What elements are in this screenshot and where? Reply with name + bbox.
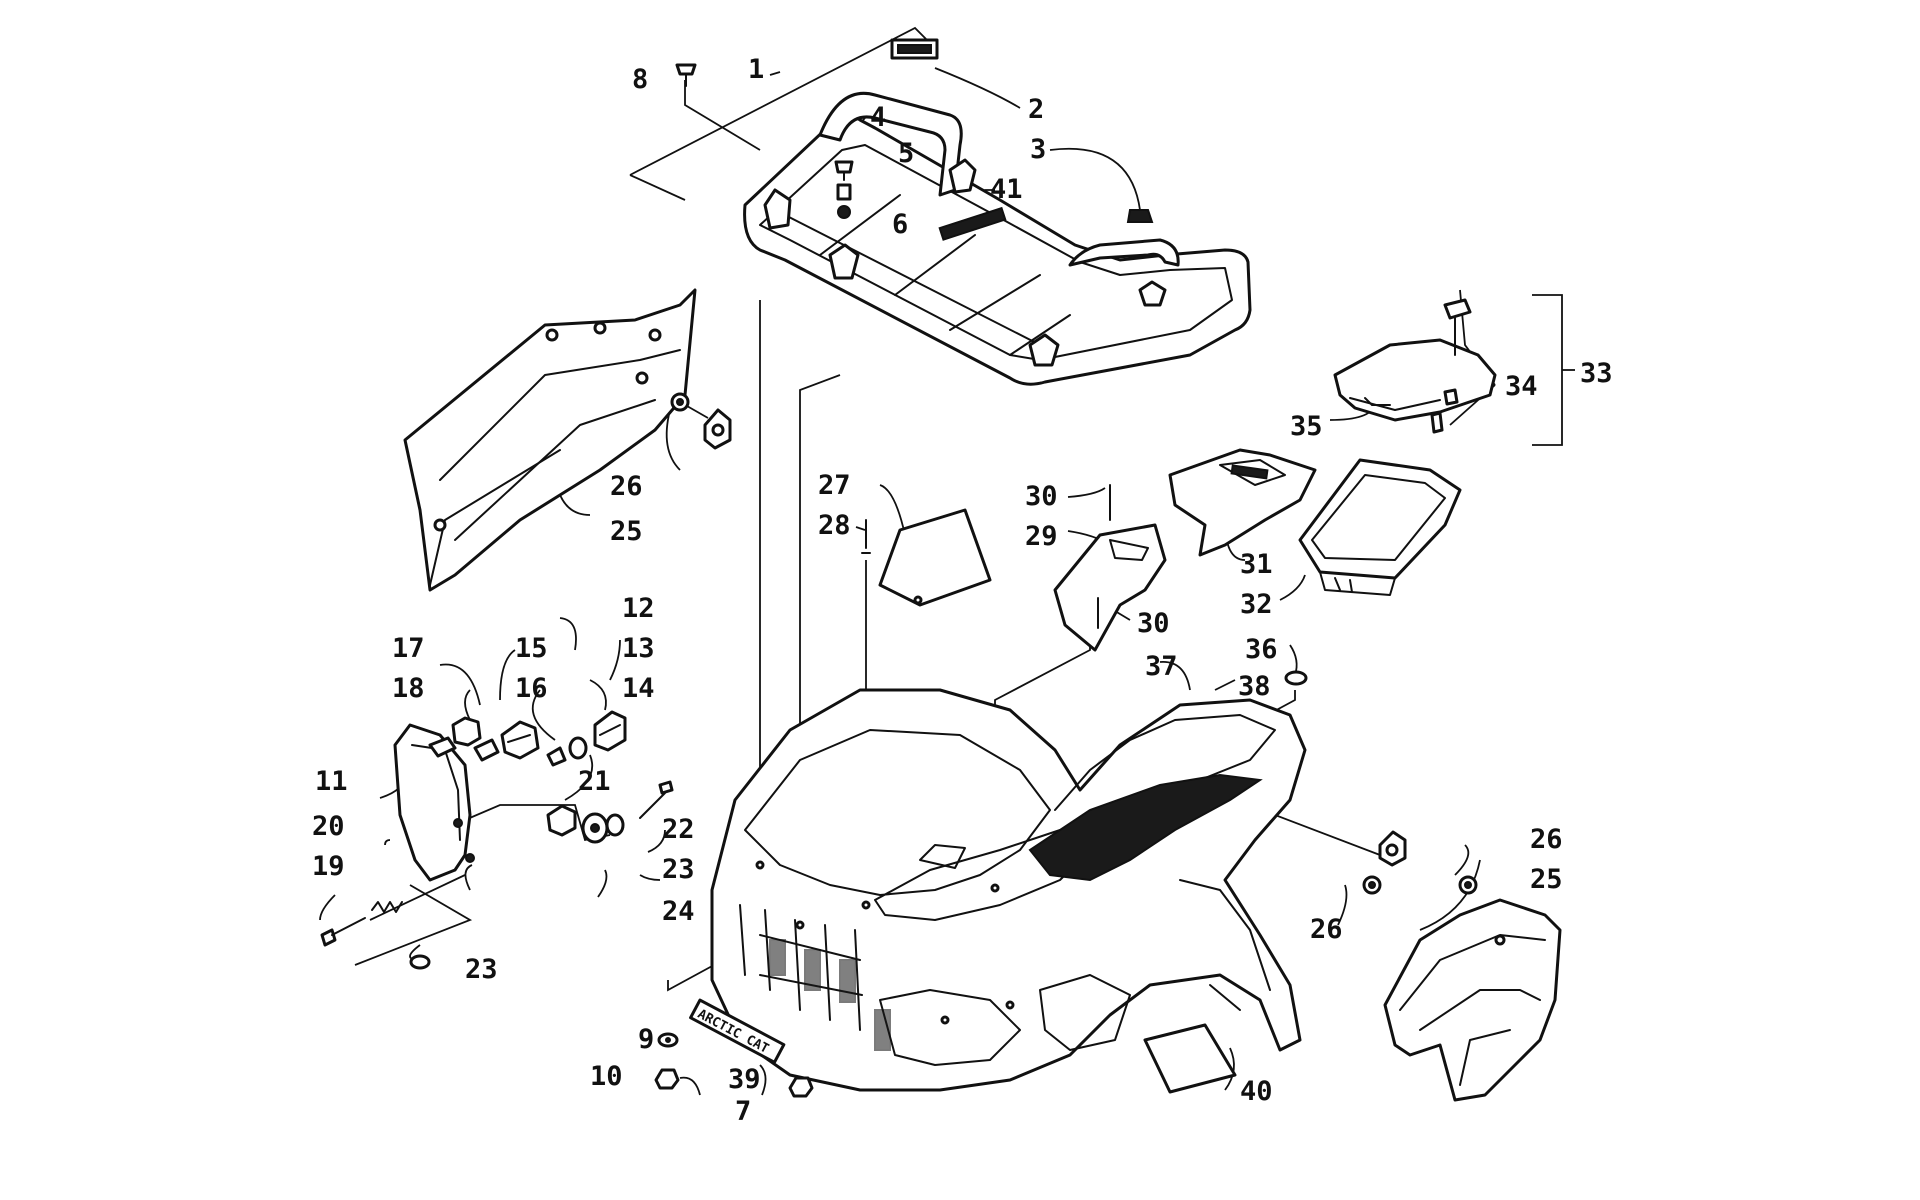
washer-26-right (1362, 830, 1478, 895)
callout-21: 21 (578, 766, 611, 797)
washer-36 (1284, 670, 1308, 686)
callout-11: 11 (315, 766, 348, 797)
callout-23-upper: 23 (662, 854, 695, 885)
callout-15: 15 (515, 633, 548, 664)
callout-27: 27 (818, 470, 851, 501)
callouts: 1 2 3 4 5 6 7 8 9 10 11 12 13 14 15 16 1… (312, 54, 1613, 1127)
callout-8: 8 (632, 64, 648, 95)
headlight-assembly (320, 710, 674, 970)
callout-12: 12 (622, 593, 655, 624)
callout-3: 3 (1030, 134, 1046, 165)
bolt-8 (675, 63, 697, 87)
callout-19: 19 (312, 851, 345, 882)
decal-40 (1143, 1023, 1237, 1094)
callout-16: 16 (515, 673, 548, 704)
left-rear-panel (403, 288, 697, 592)
callout-37: 37 (1145, 651, 1178, 682)
callout-23-lower: 23 (465, 954, 498, 985)
callout-6: 6 (892, 209, 908, 240)
washer-26-upper (670, 392, 732, 450)
callout-20: 20 (312, 811, 345, 842)
callout-41: 41 (990, 174, 1023, 205)
rack-hardware (834, 160, 854, 219)
callout-10: 10 (590, 1061, 623, 1092)
callout-26-right-low: 26 (1310, 914, 1343, 945)
front-body (710, 688, 1307, 1092)
callout-30-low: 30 (1137, 608, 1170, 639)
callout-28: 28 (818, 510, 851, 541)
callout-24: 24 (662, 896, 695, 927)
callout-22: 22 (662, 814, 695, 845)
decal-2 (890, 38, 939, 60)
callout-4: 4 (870, 102, 886, 133)
callout-17: 17 (392, 633, 425, 664)
callout-36: 36 (1245, 634, 1278, 665)
panel-29 (1053, 484, 1167, 652)
callout-7: 7 (735, 1096, 751, 1127)
callout-9: 9 (638, 1024, 654, 1055)
callout-34: 34 (1505, 371, 1538, 402)
callout-1: 1 (748, 54, 764, 85)
storage-box-assembly (1168, 298, 1497, 596)
callout-38: 38 (1238, 671, 1271, 702)
callout-5: 5 (898, 138, 914, 169)
callout-33: 33 (1580, 358, 1613, 389)
callout-25-right: 25 (1530, 864, 1563, 895)
callout-31: 31 (1240, 549, 1273, 580)
right-front-panel (1383, 898, 1562, 1102)
callout-14: 14 (622, 673, 655, 704)
callout-35: 35 (1290, 411, 1323, 442)
callout-40: 40 (1240, 1076, 1273, 1107)
callout-39: 39 (728, 1064, 761, 1095)
lower-hardware (654, 1032, 814, 1098)
floor-mat-38 (1028, 773, 1263, 882)
rear-rack (743, 91, 1252, 386)
callout-29: 29 (1025, 521, 1058, 552)
callout-30-top: 30 (1025, 481, 1058, 512)
callout-26-upper: 26 (610, 471, 643, 502)
callout-13: 13 (622, 633, 655, 664)
callout-25-upper: 25 (610, 516, 643, 547)
panel-27 (861, 508, 992, 607)
callout-32: 32 (1240, 589, 1273, 620)
callout-2: 2 (1028, 94, 1044, 125)
callout-18: 18 (392, 673, 425, 704)
clip-3 (1126, 209, 1154, 223)
callout-26-right-top: 26 (1530, 824, 1563, 855)
